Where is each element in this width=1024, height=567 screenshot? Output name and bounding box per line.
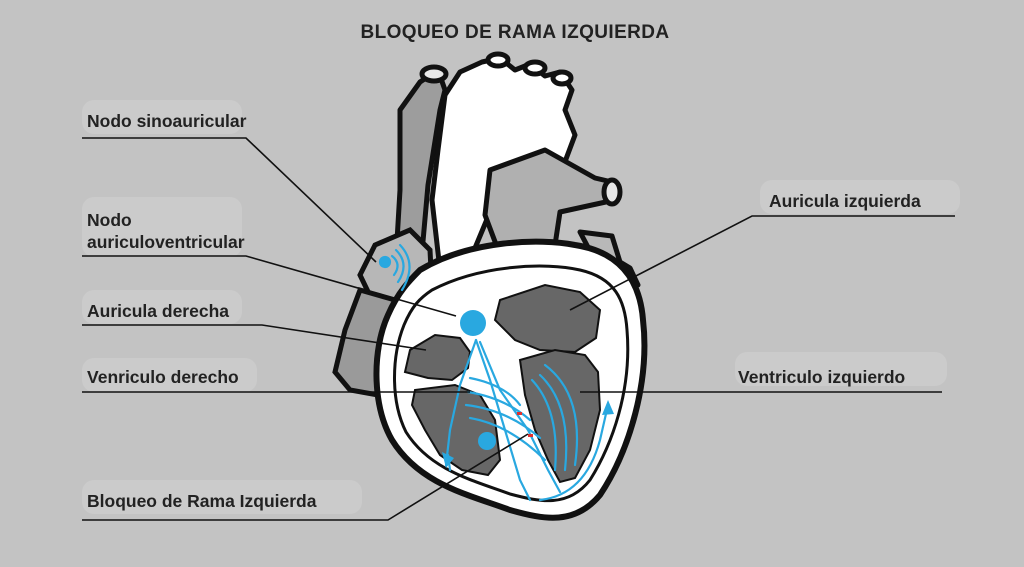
label-left-atrium: Auricula izquierda <box>769 191 921 211</box>
conduction-system <box>378 243 610 502</box>
label-left-ventricle: Ventriculo izquierdo <box>738 367 906 387</box>
right-atrium-chamber <box>403 333 472 382</box>
leader-left-atrium <box>569 215 955 311</box>
heart-body <box>373 238 648 521</box>
leader-sa-node <box>82 137 377 263</box>
label-av-node-line2: auriculoventricular <box>87 232 245 252</box>
svc-opening <box>419 64 449 84</box>
right-ventricle-marker <box>478 432 496 450</box>
pericardium-band <box>393 264 630 503</box>
label-panels <box>82 100 960 514</box>
label-sa-node: Nodo sinoauricular <box>87 111 247 131</box>
conduction-arrows <box>442 400 614 468</box>
leader-left-bundle-block <box>82 433 529 521</box>
label-right-ventricle: Venriculo derecho <box>87 367 239 387</box>
leader-lines <box>82 137 955 521</box>
label-left-bundle-block: Bloqueo de Rama Izquierda <box>87 491 317 511</box>
sa-node-marker <box>378 255 392 269</box>
pulmonary-artery <box>482 147 618 258</box>
left-atrium-chamber <box>493 283 602 354</box>
diagram-title: BLOQUEO DE RAMA IZQUIERDA <box>360 22 670 43</box>
left-ventricle-chamber <box>518 348 602 484</box>
great-vessels <box>392 51 641 291</box>
leader-av-node <box>82 255 457 317</box>
leader-right-atrium <box>82 324 427 351</box>
label-right-atrium: Auricula derecha <box>87 301 229 321</box>
label-av-node-line1: Nodo <box>87 210 132 230</box>
av-node-marker <box>460 310 486 336</box>
block-markers <box>517 412 533 437</box>
